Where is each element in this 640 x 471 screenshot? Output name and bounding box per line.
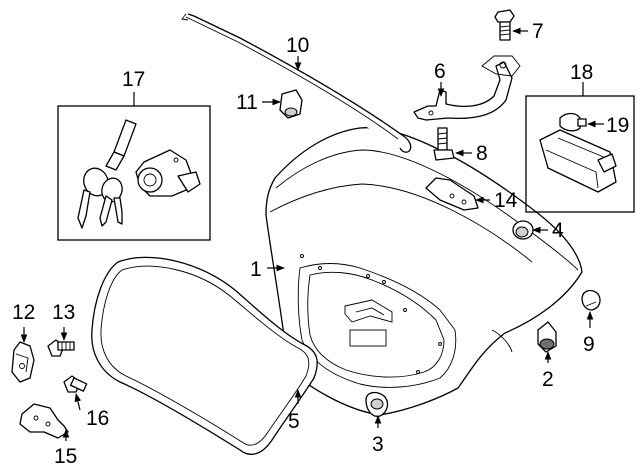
callout-19: 19 — [606, 114, 629, 137]
callout-1: 1 — [250, 258, 262, 281]
lid-latch — [11, 341, 35, 383]
callout-14: 14 — [494, 189, 518, 212]
striker-bolt — [63, 375, 88, 393]
lock-cylinder-box — [57, 105, 211, 241]
drain-plug — [512, 220, 534, 240]
license-lamp-box — [525, 95, 635, 213]
lid-bumper-stop — [279, 89, 303, 119]
callout-17: 17 — [122, 68, 145, 91]
hinge-bolt — [494, 9, 515, 41]
lid-cap — [365, 391, 389, 417]
lid-cushion — [581, 289, 601, 311]
callout-15: 15 — [54, 445, 77, 468]
trunk-lid — [265, 127, 583, 416]
callout-4: 4 — [552, 219, 564, 242]
trunk-hinge — [413, 55, 521, 121]
callout-12: 12 — [12, 301, 35, 324]
callout-13: 13 — [52, 301, 75, 324]
callout-8: 8 — [476, 142, 488, 165]
callout-16: 16 — [86, 407, 109, 430]
callout-18: 18 — [570, 61, 593, 84]
leader-lines — [20, 27, 604, 441]
callout-labels: 1 2 3 4 5 6 7 8 9 10 11 12 13 14 15 16 1… — [12, 20, 629, 468]
lid-bumper — [537, 321, 557, 353]
lid-bolt — [433, 127, 455, 161]
callout-7: 7 — [532, 20, 544, 43]
callout-10: 10 — [286, 34, 309, 57]
trunk-prop-rod — [181, 13, 412, 153]
callout-11: 11 — [236, 91, 258, 114]
callout-3: 3 — [372, 433, 384, 456]
trunk-weatherstrip — [91, 256, 318, 455]
latch-bolt — [47, 339, 75, 357]
lid-striker — [19, 403, 69, 439]
callout-6: 6 — [434, 60, 446, 83]
callout-5: 5 — [288, 410, 300, 433]
callout-9: 9 — [583, 333, 595, 356]
callout-2: 2 — [542, 368, 554, 391]
